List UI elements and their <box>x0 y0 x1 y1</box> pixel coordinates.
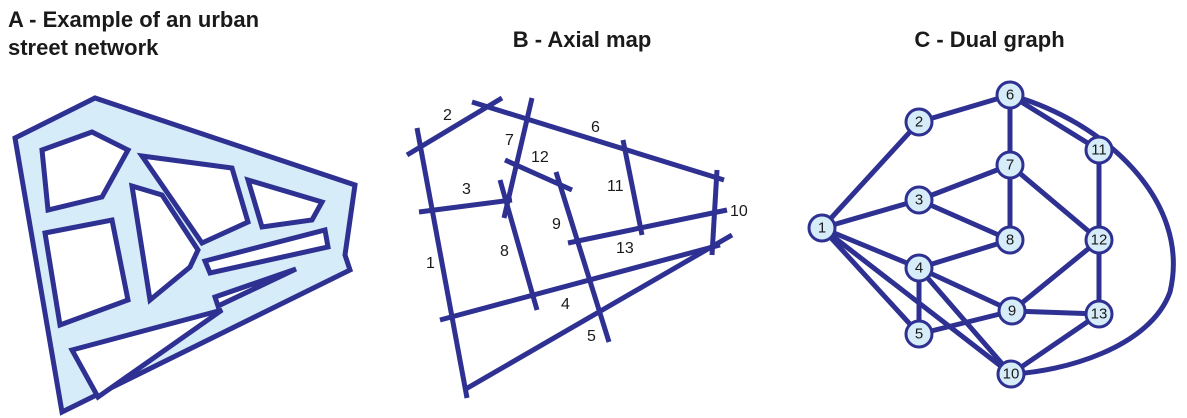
graph-node-10: 10 <box>996 359 1026 389</box>
axial-label-9: 9 <box>552 216 561 233</box>
graph-node-circle <box>807 213 837 243</box>
axial-label-13: 13 <box>616 240 634 257</box>
graph-node-label: 3 <box>915 192 923 209</box>
street-network-drawing <box>12 95 358 416</box>
graph-node-circle <box>995 150 1025 180</box>
graph-edge-6-10 <box>1009 92 1176 377</box>
graph-node-12: 12 <box>1084 225 1114 255</box>
graph-edge-7-12 <box>1008 163 1101 242</box>
graph-node-2: 2 <box>904 107 934 137</box>
axial-line-1 <box>414 127 470 399</box>
graph-node-1: 1 <box>807 213 837 243</box>
axial-line-6 <box>471 99 725 183</box>
graph-node-circle <box>997 296 1027 326</box>
axial-label-6: 6 <box>591 119 600 136</box>
city-block-5 <box>42 217 131 329</box>
graph-node-3: 3 <box>904 185 934 215</box>
graph-node-7: 7 <box>995 150 1025 180</box>
graph-node-circle <box>1084 299 1114 329</box>
graph-node-label: 9 <box>1008 303 1016 320</box>
city-block-1 <box>39 129 132 214</box>
graph-node-label: 5 <box>915 326 923 343</box>
graph-node-label: 7 <box>1006 157 1014 174</box>
graph-node-circle <box>904 319 934 349</box>
panel-c-title: C - Dual graph <box>914 27 1065 52</box>
graph-node-circle <box>904 107 934 137</box>
graph-edge-5-9 <box>918 308 1013 337</box>
graph-edge-12-9 <box>1010 238 1101 313</box>
graph-node-circle <box>996 359 1026 389</box>
graph-node-circle <box>1084 135 1114 165</box>
graph-node-circle <box>1084 225 1114 255</box>
axial-label-11: 11 <box>607 178 624 195</box>
graph-edge-3-7 <box>918 162 1011 203</box>
graph-node-11: 11 <box>1084 135 1114 165</box>
graph-node-label: 2 <box>915 114 923 131</box>
city-block-2 <box>136 152 252 247</box>
graph-node-label: 4 <box>915 260 923 277</box>
graph-edge-4-9 <box>917 265 1014 314</box>
graph-edge-1-3 <box>821 197 920 231</box>
graph-node-label: 12 <box>1091 232 1108 249</box>
graph-node-13: 13 <box>1084 299 1114 329</box>
graph-edge-6-11 <box>1008 92 1101 153</box>
graph-node-9: 9 <box>997 296 1027 326</box>
graph-node-4: 4 <box>904 253 934 283</box>
city-block-6 <box>201 226 331 276</box>
graph-node-circle <box>904 253 934 283</box>
graph-edge-9-13 <box>1011 308 1100 317</box>
axial-line-13 <box>567 207 728 246</box>
axial-label-5: 5 <box>587 328 596 345</box>
axial-label-3: 3 <box>462 181 471 198</box>
city-block-7 <box>211 266 298 310</box>
graph-node-label: 11 <box>1091 142 1107 159</box>
axial-label-12: 12 <box>531 149 549 166</box>
axial-label-10: 10 <box>730 203 748 220</box>
graph-node-circle <box>995 225 1025 255</box>
axial-line-9 <box>553 171 612 343</box>
city-block-3 <box>244 176 326 230</box>
graph-node-label: 6 <box>1006 87 1014 104</box>
graph-node-label: 1 <box>818 220 826 237</box>
axial-line-7 <box>501 97 535 219</box>
axial-label-4: 4 <box>561 296 570 313</box>
city-block-4 <box>128 182 201 305</box>
axial-line-12 <box>503 157 574 193</box>
graph-edge-4-8 <box>918 237 1011 271</box>
axial-label-2: 2 <box>443 107 452 124</box>
graph-node-label: 13 <box>1091 306 1108 323</box>
graph-node-label: 8 <box>1006 232 1014 249</box>
graph-node-circle <box>904 185 934 215</box>
axial-line-3 <box>418 197 513 215</box>
graph-edge-2-6 <box>918 92 1011 125</box>
city-block-8 <box>68 307 224 401</box>
axial-map-drawing: 1 2 3 4 5 6 7 8 9 10 11 12 13 <box>405 95 748 399</box>
graph-node-circle <box>995 80 1025 110</box>
panel-a-street-network: A - Example of an urban street network <box>0 0 372 418</box>
axial-label-8: 8 <box>500 243 509 260</box>
axial-label-1: 1 <box>426 255 435 272</box>
panel-a-title: A - Example of an urban street network <box>8 7 260 60</box>
graph-edge-1-2 <box>820 120 921 230</box>
graph-node-5: 5 <box>904 319 934 349</box>
axial-line-11 <box>620 139 645 236</box>
graph-edge-1-4 <box>821 225 920 271</box>
graph-edge-1-5 <box>820 226 921 336</box>
graph-edge-3-8 <box>917 197 1012 243</box>
panel-b-axial-map: B - Axial map 1 2 3 4 5 6 7 8 9 10 11 12… <box>372 0 792 418</box>
graph-node-label: 10 <box>1003 366 1020 383</box>
axial-label-7: 7 <box>505 132 514 149</box>
graph-node-6: 6 <box>995 80 1025 110</box>
axial-line-4 <box>439 242 721 323</box>
graph-node-8: 8 <box>995 225 1025 255</box>
panel-b-title: B - Axial map <box>512 27 652 52</box>
graph-edge-10-13 <box>1009 311 1101 377</box>
axial-line-8 <box>497 179 540 311</box>
